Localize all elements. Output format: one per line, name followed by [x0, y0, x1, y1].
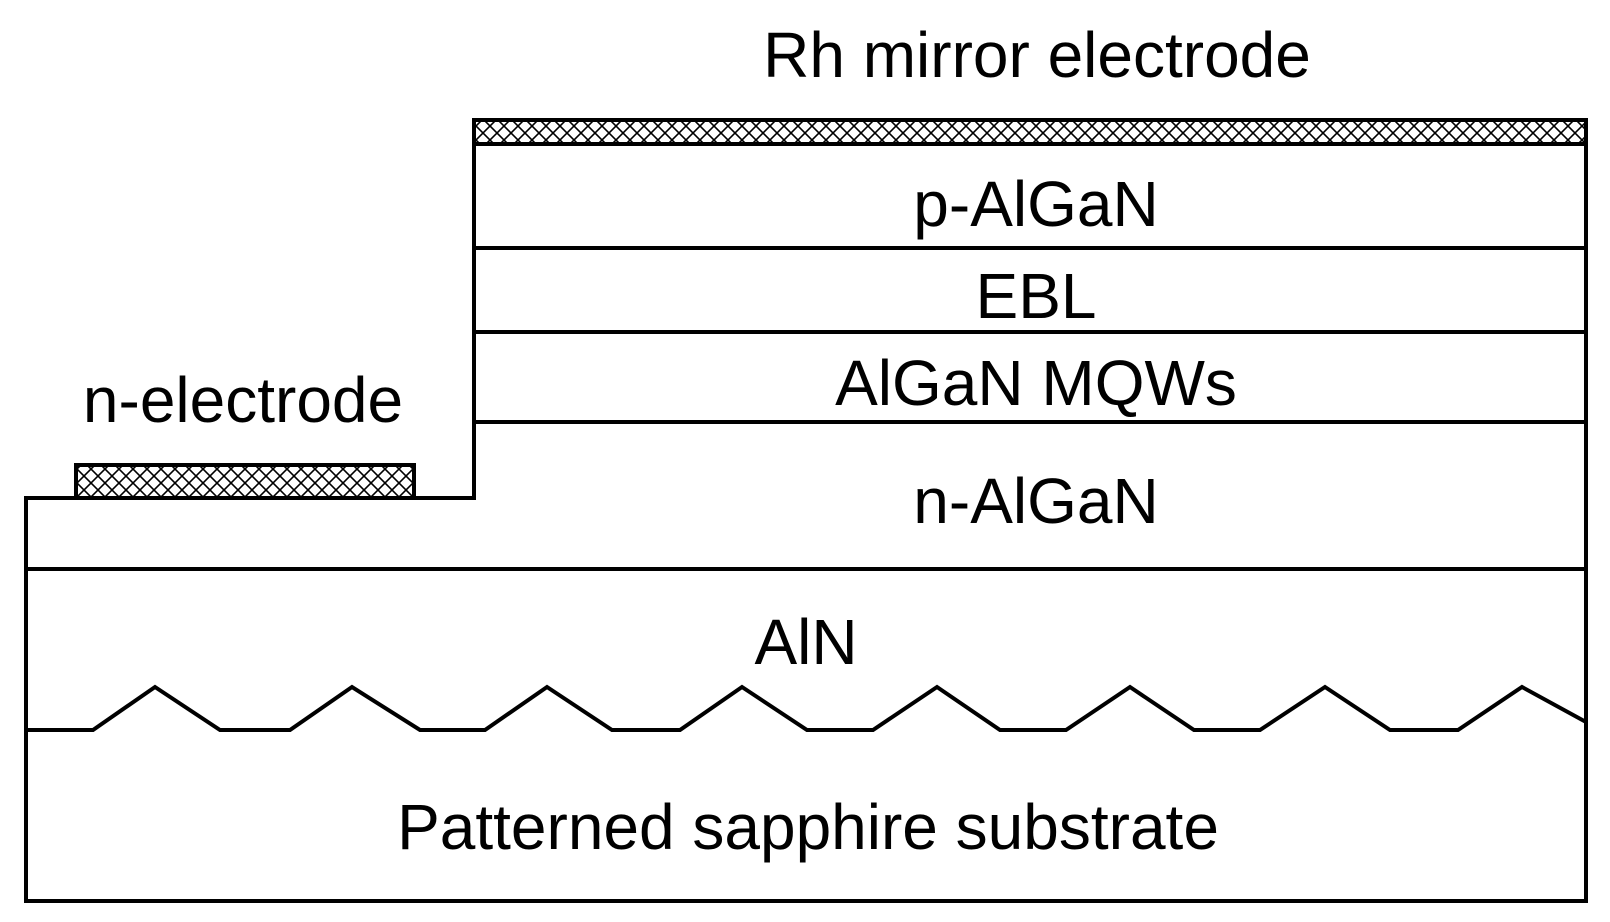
substrate-outline — [24, 567, 1588, 903]
substrate-label: Patterned sapphire substrate — [397, 791, 1219, 863]
n-algan-label: n-AlGaN — [913, 465, 1158, 537]
rh-mirror-electrode — [472, 118, 1588, 146]
aln-label: AlN — [754, 606, 857, 678]
ebl-label: EBL — [976, 260, 1097, 332]
mqw-label: AlGaN MQWs — [835, 347, 1237, 419]
n-electrode — [74, 463, 416, 500]
n-electrode-label: n-electrode — [83, 364, 403, 436]
rh-mirror-electrode-label: Rh mirror electrode — [763, 19, 1311, 91]
patterned-interface — [28, 684, 1587, 732]
p-algan-label: p-AlGaN — [913, 168, 1158, 240]
